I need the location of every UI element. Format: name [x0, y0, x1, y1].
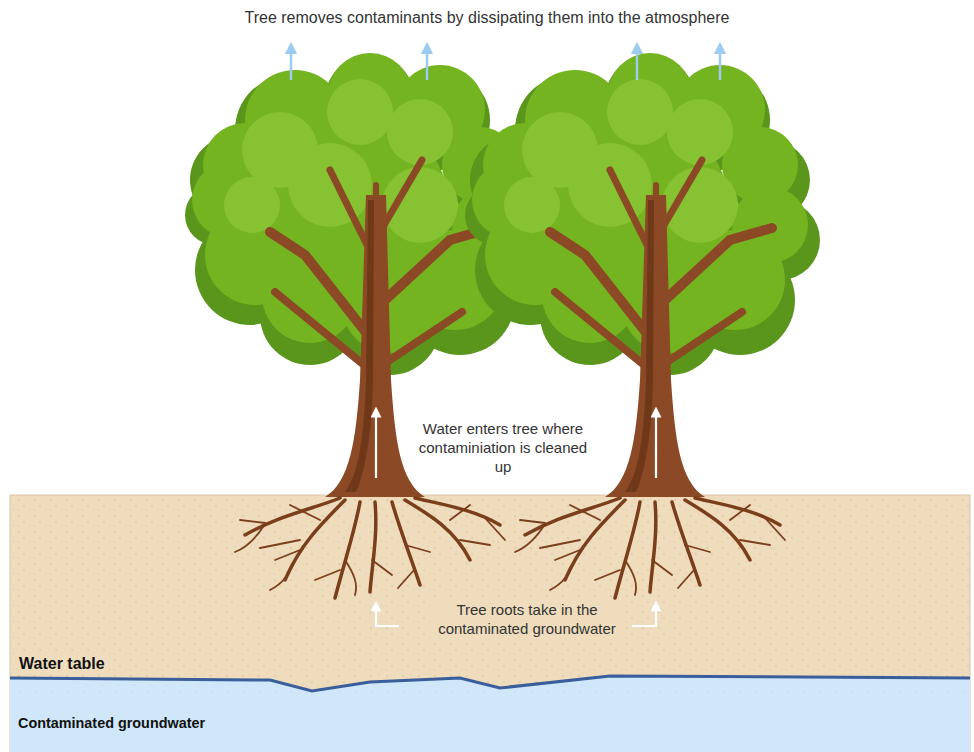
soil-texture [10, 495, 970, 752]
annotation-text: Water enters tree where contaminiation i… [418, 420, 588, 476]
groundwater-texture [10, 676, 970, 752]
band-label: Contaminated groundwater [18, 715, 970, 731]
evaporation-arrows [291, 48, 720, 80]
tree-trunk [515, 160, 785, 598]
soil-band [10, 495, 970, 752]
water-table-label: Water table [16, 653, 108, 675]
annotation-text: Tree roots take in the contaminated grou… [432, 600, 622, 640]
water-table-line [10, 676, 970, 691]
groundwater-fill [10, 676, 970, 752]
tree-trunk [235, 160, 505, 598]
water-flow-arrows [376, 412, 656, 626]
annotation-text: Tree removes contaminants by dissipating… [177, 8, 797, 28]
groundwater-band: Contaminated groundwater [10, 693, 970, 752]
